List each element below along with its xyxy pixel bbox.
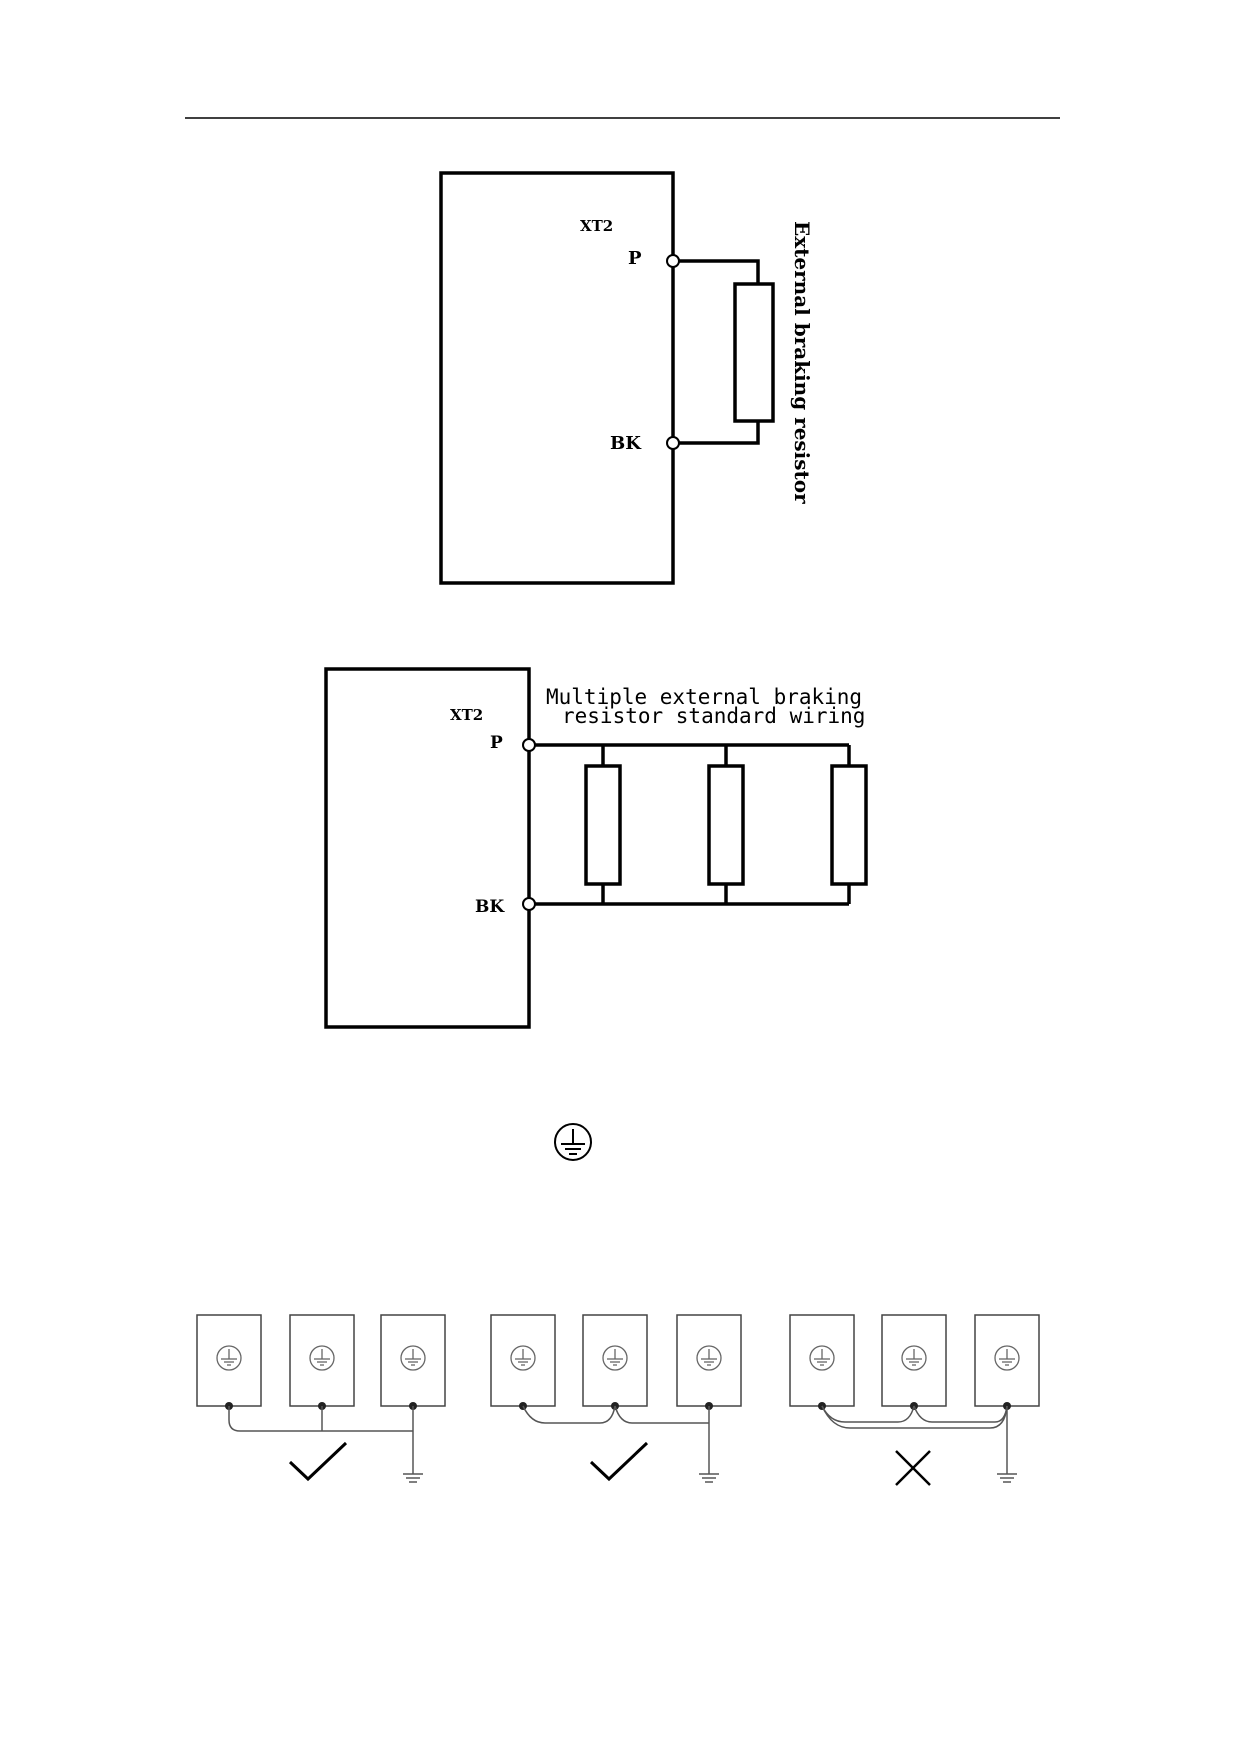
check-mark-icon (589, 1441, 649, 1482)
multiple-resistor-diagram: XT2 P BK Multiple external braking resis… (324, 667, 868, 1029)
drive-unit (789, 1314, 855, 1411)
drive-unit (582, 1314, 648, 1411)
drive-box (324, 667, 531, 1029)
terminal-bk-label: BK (475, 897, 505, 917)
braking-resistor-2 (707, 764, 745, 886)
drive-box (439, 171, 675, 585)
ground-wire (228, 1406, 413, 1432)
drive-unit (881, 1314, 947, 1411)
cross-mark-icon (895, 1450, 931, 1486)
grounding-example-2 (490, 1314, 742, 1483)
grounding-example-3 (789, 1314, 1040, 1486)
terminal-block-label: XT2 (580, 217, 613, 235)
drive-unit (974, 1314, 1040, 1411)
wire-p (679, 259, 760, 284)
protective-earth-icon (554, 1123, 592, 1161)
terminal-p-label: P (628, 248, 642, 269)
ground-symbol-icon (402, 1461, 424, 1483)
terminal-p (522, 738, 536, 752)
resistor-caption: External braking resistor (790, 221, 814, 504)
single-resistor-diagram: XT2 P BK External braking resistor (439, 171, 814, 585)
grounding-example-1 (196, 1314, 446, 1483)
braking-resistor (733, 282, 775, 423)
drive-unit (289, 1314, 355, 1411)
ground-wire (614, 1405, 709, 1424)
braking-resistor-3 (830, 764, 868, 886)
ground-symbol-icon (996, 1461, 1018, 1483)
drive-unit (380, 1314, 446, 1411)
drive-unit (196, 1314, 262, 1411)
ground-wire (821, 1405, 915, 1423)
ground-wire (913, 1405, 1008, 1423)
braking-resistor-1 (584, 764, 622, 886)
wire-bk (679, 421, 760, 445)
drive-unit (676, 1314, 742, 1411)
caption-line-1: Multiple external braking (546, 685, 862, 709)
terminal-bk (522, 897, 536, 911)
ground-wire (522, 1405, 616, 1424)
terminal-bk-label: BK (610, 433, 642, 454)
caption-line-2: resistor standard wiring (562, 704, 865, 728)
drive-unit (490, 1314, 556, 1411)
ground-symbol-icon (698, 1461, 720, 1483)
terminal-block-label: XT2 (450, 706, 483, 724)
terminal-p (666, 254, 680, 268)
check-mark-icon (288, 1441, 348, 1482)
terminal-p-label: P (490, 733, 503, 753)
terminal-bk (666, 436, 680, 450)
ground-wire (821, 1405, 1008, 1429)
